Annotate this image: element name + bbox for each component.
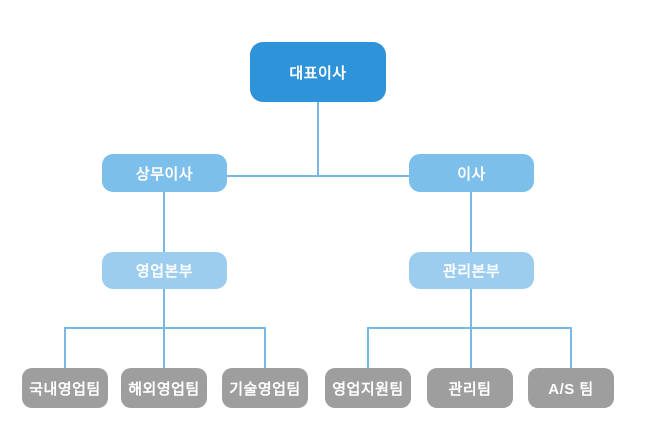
node-team-sales-support: 영업지원팀	[325, 368, 411, 408]
node-sales-division: 영업본부	[102, 252, 227, 289]
node-ceo: 대표이사	[250, 42, 386, 102]
node-team-as: A/S 팀	[528, 368, 614, 408]
connector-right-team3-drop	[570, 327, 572, 368]
node-team-technical-sales: 기술영업팀	[222, 368, 308, 408]
node-team-domestic-sales: 국내영업팀	[22, 368, 108, 408]
connector-left-team1-drop	[64, 327, 66, 368]
connector-right-manager-division	[470, 192, 472, 252]
connector-level2-horizontal	[227, 175, 409, 177]
node-management-division: 관리본부	[409, 252, 534, 289]
node-team-management: 관리팀	[427, 368, 513, 408]
connector-left-team3-drop	[264, 327, 266, 368]
connector-right-teams-horizontal	[367, 327, 572, 329]
connector-left-teams-horizontal	[64, 327, 266, 329]
connector-right-team1-drop	[367, 327, 369, 368]
connector-left-manager-division	[163, 192, 165, 252]
connector-root-drop	[317, 102, 319, 177]
node-managing-director: 상무이사	[102, 154, 227, 192]
node-team-overseas-sales: 해외영업팀	[121, 368, 207, 408]
node-director: 이사	[409, 154, 534, 192]
